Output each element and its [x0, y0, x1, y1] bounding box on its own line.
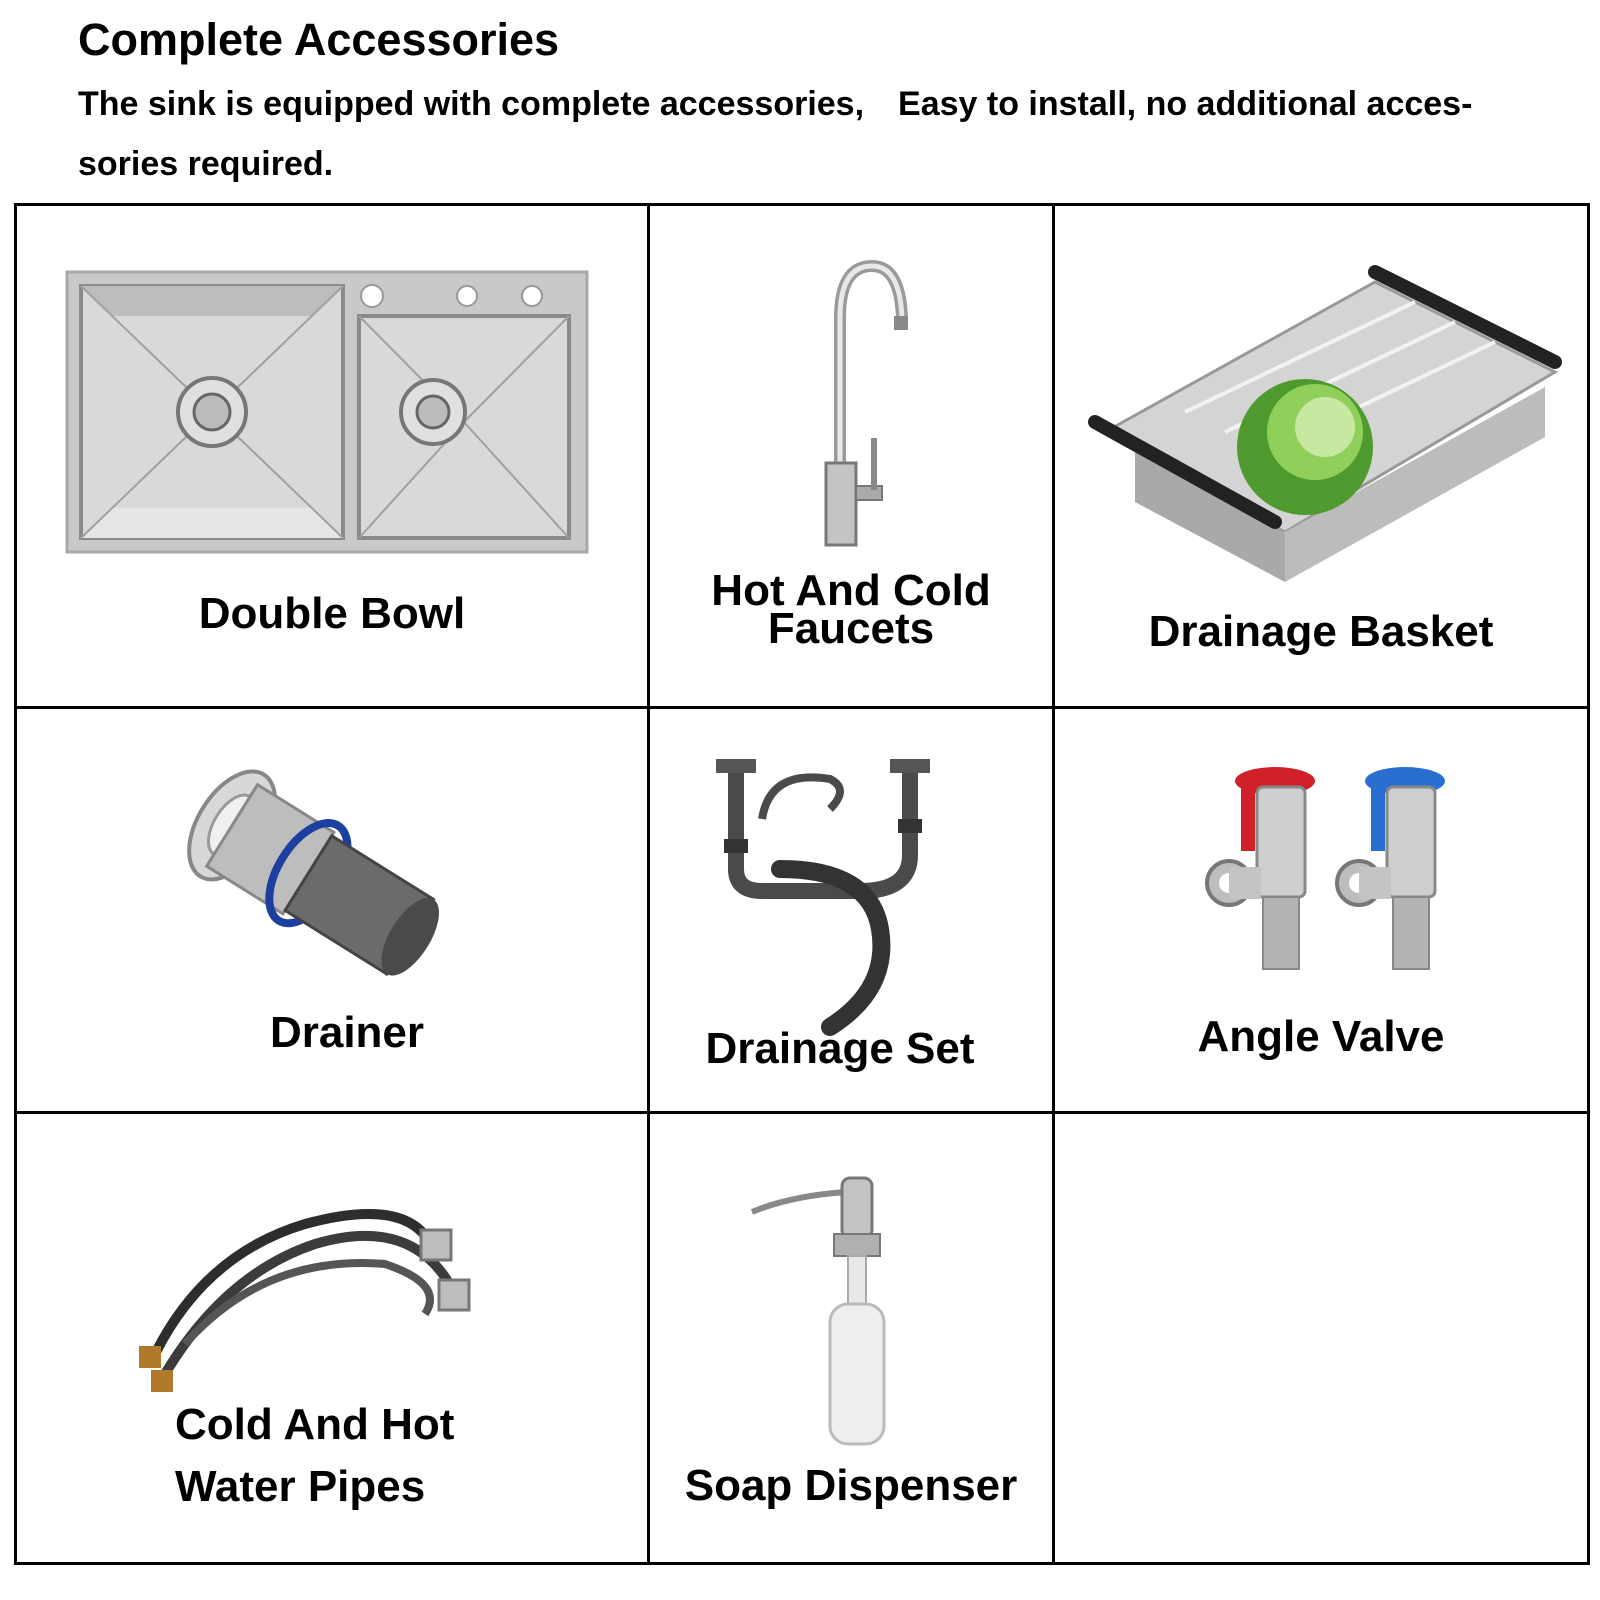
accessory-label-line-1: Cold And Hot — [175, 1400, 455, 1449]
accessory-cell-faucets: Hot And Cold Faucets — [650, 206, 1052, 706]
accessory-cell-drainage-basket: Drainage Basket — [1055, 206, 1587, 706]
accessory-label-line-2: Water Pipes — [175, 1462, 426, 1511]
accessories-grid: Double Bowl Hot And Cold Faucets — [14, 203, 1590, 1565]
faucet-icon — [824, 259, 908, 547]
accessory-label-line-2: Faucets — [767, 604, 935, 653]
accessory-label: Angle Valve — [1197, 1012, 1445, 1061]
accessory-cell-drainer: Drainer — [17, 709, 647, 1111]
accessory-label: Soap Dispenser — [684, 1461, 1018, 1510]
double-bowl-sink-icon — [65, 270, 589, 554]
accessory-cell-empty — [1055, 1114, 1587, 1562]
accessory-label-line-1: Hot And Cold — [711, 566, 991, 615]
page-title: Complete Accessories — [78, 14, 560, 65]
accessory-label: Hot And Cold Faucets — [650, 569, 1052, 651]
grid-divider-h2 — [17, 1111, 1587, 1114]
accessory-cell-water-pipes: Cold And Hot Water Pipes — [17, 1114, 647, 1562]
subtitle-line-2: sories required. — [78, 145, 334, 183]
subtitle-line-1: The sink is equipped with complete acces… — [78, 85, 1473, 123]
grid-divider-v2 — [1052, 206, 1055, 1562]
drainage-set-icon — [716, 759, 930, 1036]
angle-valve-icon — [1205, 767, 1445, 970]
accessory-label: Drainer — [269, 1008, 425, 1057]
grid-divider-v1 — [647, 206, 650, 1562]
accessory-cell-soap-dispenser: Soap Dispenser — [650, 1114, 1052, 1562]
drainer-icon — [187, 769, 440, 977]
header: Complete Accessories The sink is equippe… — [78, 14, 1558, 194]
water-pipes-icon — [139, 1209, 471, 1392]
accessory-label: Double Bowl — [198, 589, 466, 638]
accessory-cell-double-bowl: Double Bowl — [17, 206, 647, 706]
page-subtitle: The sink is equipped with complete acces… — [78, 74, 1558, 194]
accessory-label: Drainage Set — [705, 1024, 975, 1073]
soap-dispenser-icon — [750, 1176, 886, 1446]
accessory-cell-drainage-set: Drainage Set — [650, 709, 1052, 1111]
grid-divider-h1 — [17, 706, 1587, 709]
accessory-label: Drainage Basket — [1148, 607, 1494, 656]
drainage-basket-icon — [1088, 265, 1562, 582]
accessory-cell-angle-valve: Angle Valve — [1055, 709, 1587, 1111]
accessory-label: Cold And Hot Water Pipes — [175, 1394, 454, 1518]
